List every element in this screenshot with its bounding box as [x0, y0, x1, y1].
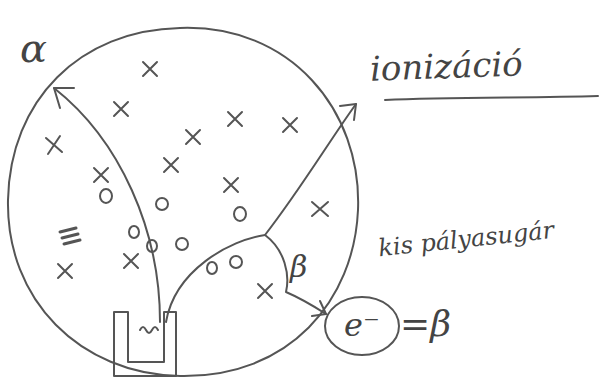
particle-circle: e⁻ [323, 295, 401, 357]
arrow-head [340, 104, 356, 120]
arrow-head [54, 88, 74, 108]
arrow-head [312, 301, 326, 316]
equation-label: =β [400, 304, 451, 344]
note-label: kis pályasugár [377, 217, 555, 262]
beta-track [265, 235, 326, 314]
particle-label: β [290, 250, 307, 283]
chamber-outline [8, 28, 358, 376]
particle-label: α [20, 26, 47, 70]
source-sample [140, 327, 158, 333]
ionization-track [166, 104, 356, 322]
electron-marks [100, 189, 246, 274]
ion-marks [46, 62, 328, 298]
underline [385, 96, 598, 100]
process-label: ionizáció [369, 45, 523, 88]
node-text: e⁻ [323, 308, 401, 343]
alpha-track [54, 88, 160, 322]
